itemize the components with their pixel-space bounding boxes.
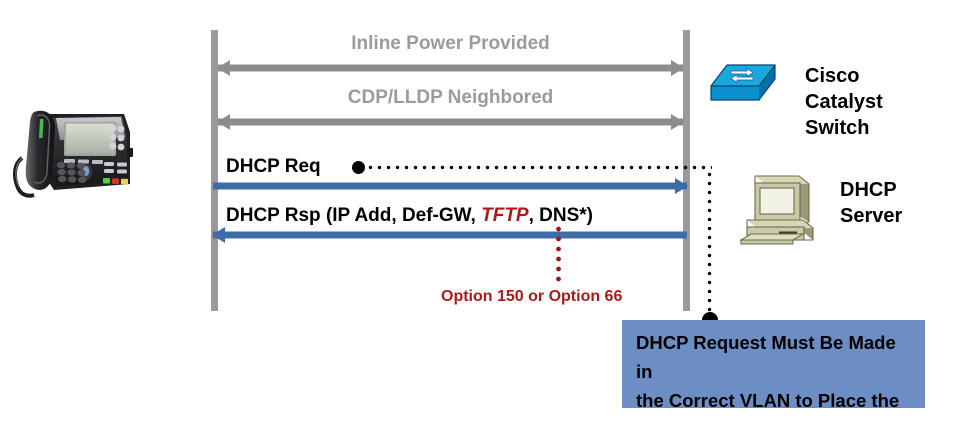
callout-line-3: Phone in the Correct Subnet!!: [636, 415, 915, 421]
dhcp-req-dotted-leader-vertical: [707, 170, 712, 318]
dhcp-req-dotted-leader-horizontal: [366, 165, 712, 170]
flow-label-dhcp-rsp: DHCP Rsp (IP Add, Def-GW, TFTP, DNS*): [226, 205, 593, 227]
arrow-shaft: [213, 182, 687, 190]
arrow-head-right: [671, 60, 684, 76]
cisco-switch-label: Cisco Catalyst Switch: [805, 63, 883, 141]
callout-line-2: the Correct VLAN to Place the: [636, 390, 900, 411]
phone-lifeline: [211, 30, 218, 311]
switch-label-line-1: Cisco: [805, 65, 860, 87]
dhcp-rsp-prefix: DHCP Rsp (IP Add, Def-GW,: [226, 205, 482, 226]
flow-arrow-dhcp-rsp: [212, 227, 687, 243]
cisco-switch-icon: [707, 62, 779, 110]
arrow-shaft: [213, 231, 687, 239]
flow-arrow-inline-power: [217, 60, 684, 76]
flow-label-dhcp-req: DHCP Req: [226, 156, 321, 177]
callout-line-1: DHCP Request Must Be Made in: [636, 332, 896, 382]
switch-label-line-2: Catalyst: [805, 91, 883, 113]
dhcp-req-origin-dot: [352, 161, 365, 174]
ip-phone-icon: [8, 92, 133, 200]
switch-lifeline: [683, 30, 690, 311]
arrow-head-left: [217, 114, 230, 130]
arrow-head-right: [671, 114, 684, 130]
arrow-head-left: [212, 227, 225, 243]
vlan-callout-box: DHCP Request Must Be Made in the Correct…: [622, 320, 925, 421]
option-note-label: Option 150 or Option 66: [441, 288, 623, 305]
flow-label-inline-power: Inline Power Provided: [351, 33, 550, 54]
flow-arrow-dhcp-req: [213, 178, 688, 194]
server-label-line-2: Server: [840, 205, 903, 227]
dhcp-server-icon: [737, 170, 825, 250]
flow-arrow-cdp-lldp: [217, 114, 684, 130]
arrow-shaft: [218, 118, 683, 126]
switch-label-line-3: Switch: [805, 117, 870, 139]
arrow-shaft: [218, 64, 683, 72]
dhcp-rsp-tftp-emphasis: TFTP: [481, 205, 529, 226]
flow-label-cdp-lldp: CDP/LLDP Neighbored: [347, 87, 554, 108]
dhcp-rsp-suffix: , DNS*): [528, 205, 594, 226]
dhcp-server-label: DHCP Server: [840, 177, 902, 229]
server-label-line-1: DHCP: [840, 179, 897, 201]
arrow-head-left: [217, 60, 230, 76]
arrow-head-right: [675, 178, 688, 194]
tftp-option-dotted-connector: [556, 224, 561, 286]
